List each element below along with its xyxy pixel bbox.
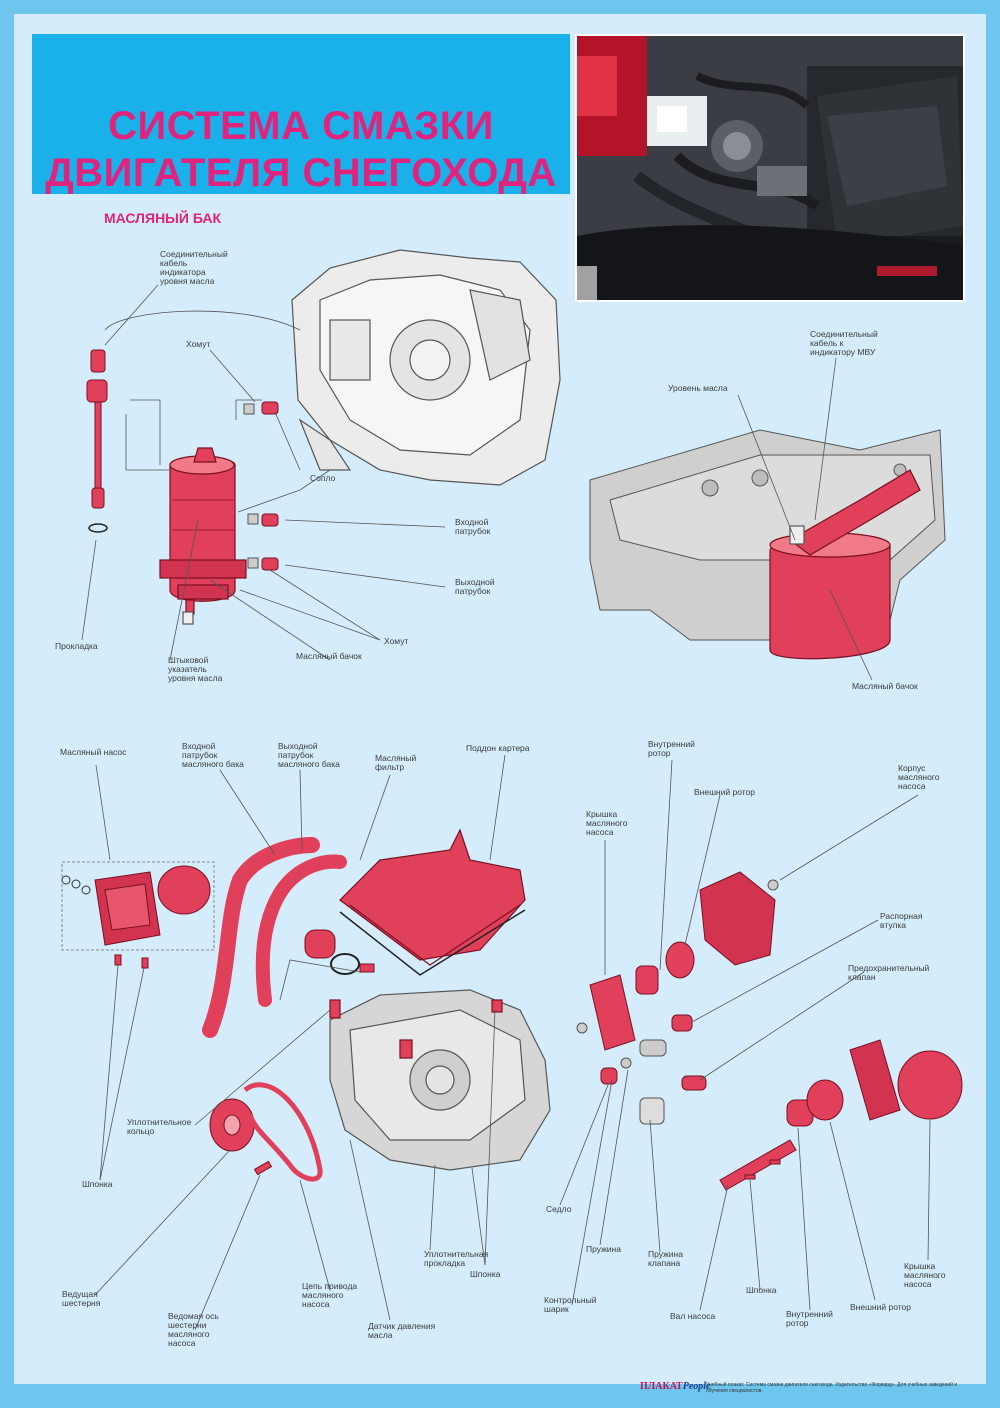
label-sealing-ring: Уплотнительное кольцо (127, 1117, 192, 1136)
label-seat: Седло (546, 1204, 572, 1214)
engine-photo-drawing (577, 36, 963, 300)
label-outlet-pipe: Выходной патрубок (455, 577, 495, 596)
oil-tank (159, 447, 247, 625)
label-spring: Пружина (586, 1244, 621, 1254)
label-connecting-cable: Соединительный кабель индикатора уровня … (160, 249, 228, 286)
publisher-logo-sub: People (682, 1381, 711, 1392)
label-dipstick: Штыковой указатель уровня масла (168, 655, 223, 683)
label-nozzle: Сопло (310, 473, 336, 483)
oil-pump-assembly (61, 861, 215, 969)
dipstick (86, 349, 108, 533)
page-title-line-2: ДВИГАТЕЛЯ СНЕГОХОДА (45, 151, 557, 195)
label-inner-rotor-top: Внутренний ротор (648, 739, 695, 758)
label-valve-spring: Пружина клапана (648, 1249, 683, 1268)
engine-block-bottom (329, 989, 551, 1171)
label-gasket: Прокладка (55, 641, 98, 651)
label-inner-rotor-bottom: Внутренний ротор (786, 1309, 833, 1328)
publisher-note: Учебный плакат. Система смазки двигателя… (706, 1382, 958, 1394)
label-oil-pressure-sensor: Датчик давления масла (368, 1321, 436, 1340)
label-driven-gear: Ведомая ось шестерни масляного насоса (168, 1311, 219, 1348)
label-drive-gear: Ведущая шестерня (62, 1289, 101, 1308)
label-key-right: Шпонка (746, 1285, 777, 1295)
engine-photo (575, 34, 965, 302)
oil-hoses (202, 837, 347, 1038)
leader-lines-bottom-left (94, 754, 506, 1331)
oil-tank-right (769, 469, 921, 660)
publisher-logo: ПЛАКАТPeople (640, 1381, 710, 1392)
label-outer-rotor-bottom: Внешний ротор (850, 1302, 911, 1312)
engine-outline-top (291, 249, 561, 486)
label-pump-body: Корпус масляного насоса (898, 763, 940, 791)
label-oil-pump: Масляный насос (60, 747, 127, 757)
label-clamp-top: Хомут (186, 339, 211, 349)
frame-section (589, 429, 946, 641)
tank-small-fittings (243, 401, 279, 571)
label-outer-rotor-top: Внешний ротор (694, 787, 755, 797)
title-box: СИСТЕМА СМАЗКИ ДВИГАТЕЛЯ СНЕГОХОДА (32, 34, 570, 195)
label-oil-tank-right: Масляный бачок (852, 681, 918, 691)
oil-filter (304, 929, 375, 975)
label-key-middle: Шпонка (470, 1269, 501, 1279)
leader-lines-bottom-right (559, 759, 931, 1311)
label-pump-drive-chain: Цепь привода масляного насоса (302, 1281, 358, 1309)
publisher-logo-main: ПЛАКАТ (640, 1381, 683, 1392)
label-relief-valve: Предохранительный клапан (848, 963, 930, 982)
label-sealing-gasket: Уплотнительная прокладка (424, 1249, 489, 1268)
label-tank-inlet-pipe: Входной патрубок масляного бака (182, 741, 244, 769)
page-title-line-1: СИСТЕМА СМАЗКИ (108, 104, 494, 148)
section-title: МАСЛЯНЫЙ БАК (104, 210, 222, 226)
pump-exploded-parts (576, 871, 963, 1191)
label-check-ball: Контрольный шарик (544, 1295, 597, 1314)
drive-gear-chain (209, 1082, 323, 1182)
label-spacer-bush: Распорная втулка (880, 911, 923, 930)
label-oil-sump: Поддон картера (466, 743, 530, 753)
label-clamp-bottom: Хомут (384, 636, 409, 646)
leader-lines-top (81, 284, 446, 661)
label-tank-outlet-pipe: Выходной патрубок масляного бака (278, 741, 340, 769)
label-inlet-pipe: Входной патрубок (455, 517, 491, 536)
label-pump-cover-top: Крышка масляного насоса (586, 809, 628, 837)
oil-sump (339, 828, 526, 976)
label-oil-filter: Масляный фильтр (375, 753, 417, 772)
label-connecting-cable-mpu: Соединительный кабель к индикатору МВУ (810, 329, 878, 357)
leader-lines-right (737, 357, 873, 681)
label-pump-cover-bottom: Крышка масляного насоса (904, 1261, 946, 1289)
label-shaft: Вал насоса (670, 1311, 716, 1321)
label-key-left: Шпонка (82, 1179, 113, 1189)
label-oil-tank: Масляный бачок (296, 651, 362, 661)
label-oil-level: Уровень масла (668, 383, 728, 393)
